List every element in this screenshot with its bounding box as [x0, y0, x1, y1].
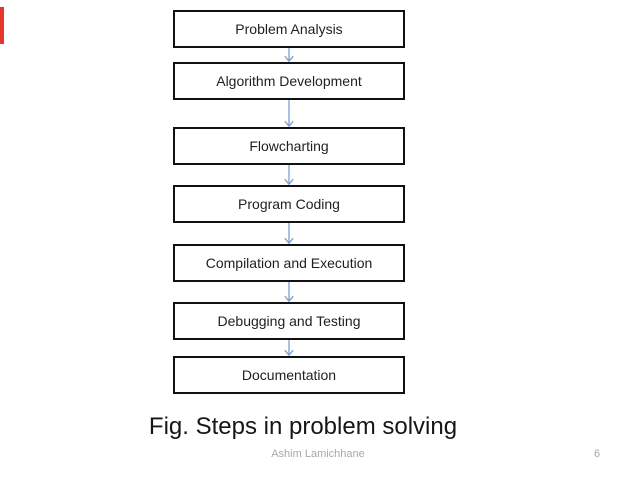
figure-caption: Fig. Steps in problem solving: [148, 413, 458, 440]
flow-step-algorithm-development: Algorithm Development: [173, 62, 405, 100]
flow-step-debugging-and-testing: Debugging and Testing: [173, 302, 405, 340]
down-arrow-icon: [284, 340, 294, 356]
down-arrow-icon: [284, 282, 294, 302]
flow-step-program-coding: Program Coding: [173, 185, 405, 223]
flow-step-label: Debugging and Testing: [217, 313, 361, 329]
page-number: 6: [594, 448, 601, 460]
flow-step-documentation: Documentation: [173, 356, 405, 394]
flow-step-flowcharting: Flowcharting: [173, 127, 405, 165]
red-accent-bar: [0, 7, 4, 44]
flow-step-label: Program Coding: [238, 196, 340, 212]
flow-step-label: Algorithm Development: [216, 73, 362, 89]
footer-author: Ashim Lamichhane: [271, 448, 365, 460]
flow-step-label: Documentation: [241, 367, 337, 383]
down-arrow-icon: [284, 223, 294, 244]
flow-step-compilation-and-execution: Compilation and Execution: [173, 244, 405, 282]
flow-step-label: Problem Analysis: [235, 21, 343, 37]
down-arrow-icon: [284, 48, 294, 62]
flow-step-label: Flowcharting: [249, 138, 329, 154]
flow-step-problem-analysis: Problem Analysis: [173, 10, 405, 48]
down-arrow-icon: [284, 165, 294, 185]
flow-step-label: Compilation and Execution: [205, 255, 373, 271]
down-arrow-icon: [284, 100, 294, 127]
